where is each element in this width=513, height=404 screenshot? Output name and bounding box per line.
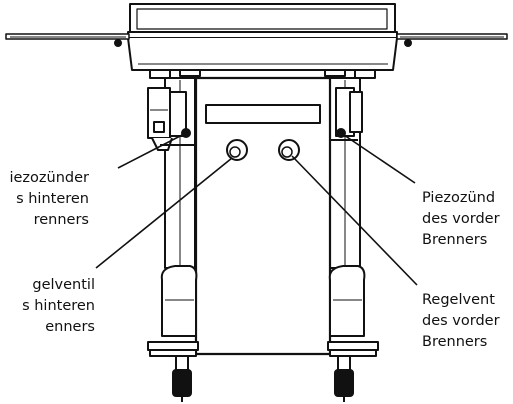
label-valve-front: Regelvent des vorder Brenners [422, 290, 500, 353]
label-line: renners [33, 212, 89, 228]
leader-lines [95, 132, 418, 286]
leader-piezo-front [340, 132, 416, 184]
side-shelves [5, 33, 508, 47]
label-piezo-front: Piezozünd des vorder Brenners [422, 188, 500, 251]
label-line: des vorder [422, 211, 500, 227]
grill-top [127, 3, 398, 71]
label-line: gelventil [32, 277, 95, 293]
control-panel [194, 76, 332, 356]
grill-brackets [149, 69, 376, 79]
label-line: s hinteren [22, 298, 95, 314]
leader-valve-rear [95, 157, 233, 269]
label-piezo-rear: iezozünder s hinteren renners [9, 168, 89, 231]
label-line: Piezozünd [422, 190, 496, 206]
label-line: s hinteren [16, 191, 89, 207]
left-burner-assembly [147, 87, 195, 151]
leader-piezo-rear [117, 132, 187, 169]
label-line: Brenners [422, 334, 488, 350]
label-line: Brenners [422, 232, 488, 248]
leader-valve-front [291, 155, 418, 286]
base-plates [147, 341, 379, 357]
label-line: enners [45, 319, 95, 335]
casters [172, 355, 354, 402]
label-valve-rear: gelventil s hinteren enners [22, 275, 95, 338]
gas-bottles [160, 265, 366, 337]
label-line: Regelvent [422, 292, 495, 308]
label-line: iezozünder [9, 170, 89, 186]
label-line: des vorder [422, 313, 500, 329]
